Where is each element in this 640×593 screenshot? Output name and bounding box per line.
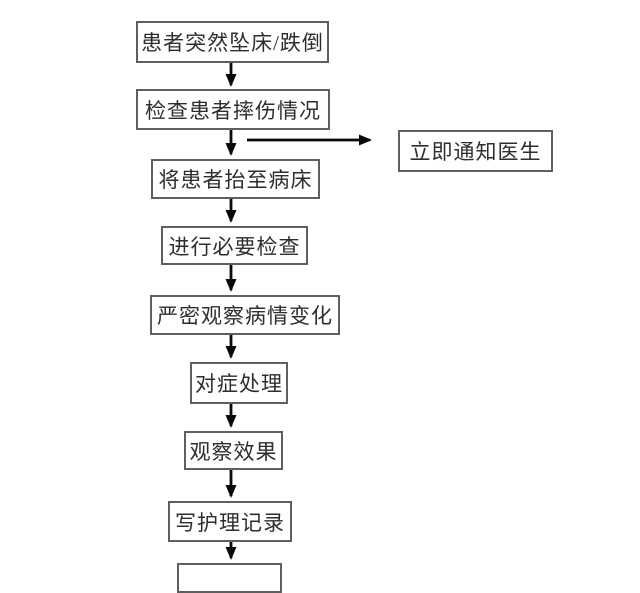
node-box-observe-condition: 严密观察病情变化	[150, 295, 340, 335]
node-box-observe-effect: 观察效果	[184, 431, 283, 470]
node-box-symptomatic-treatment: 对症处理	[190, 362, 288, 404]
node-label: 患者突然坠床/跌倒	[141, 31, 324, 55]
node-label: 进行必要检查	[168, 234, 301, 259]
node-label: 对症处理	[195, 372, 283, 396]
node-label: 检查患者摔伤情况	[145, 98, 321, 123]
node-box-patient-fall: 患者突然坠床/跌倒	[136, 21, 329, 63]
flow-arrows	[225, 63, 372, 560]
node-label: 立即通知医生	[409, 140, 542, 164]
node-box-nursing-record: 写护理记录	[168, 501, 292, 542]
node-box-lift-to-bed: 将患者抬至病床	[151, 159, 320, 199]
node-label: 写护理记录	[175, 510, 285, 535]
node-box-notify-doctor: 立即通知医生	[398, 130, 553, 172]
flowchart-canvas: 患者突然坠床/跌倒 检查患者摔伤情况 立即通知医生 将患者抬至病床 进行必要检查…	[136, 21, 553, 593]
node-box-check-injury: 检查患者摔伤情况	[136, 89, 330, 130]
node-box-necessary-exam: 进行必要检查	[161, 226, 308, 265]
node-label: 观察效果	[189, 439, 278, 464]
node-label: 严密观察病情变化	[157, 304, 333, 328]
node-label: 将患者抬至病床	[158, 168, 313, 192]
